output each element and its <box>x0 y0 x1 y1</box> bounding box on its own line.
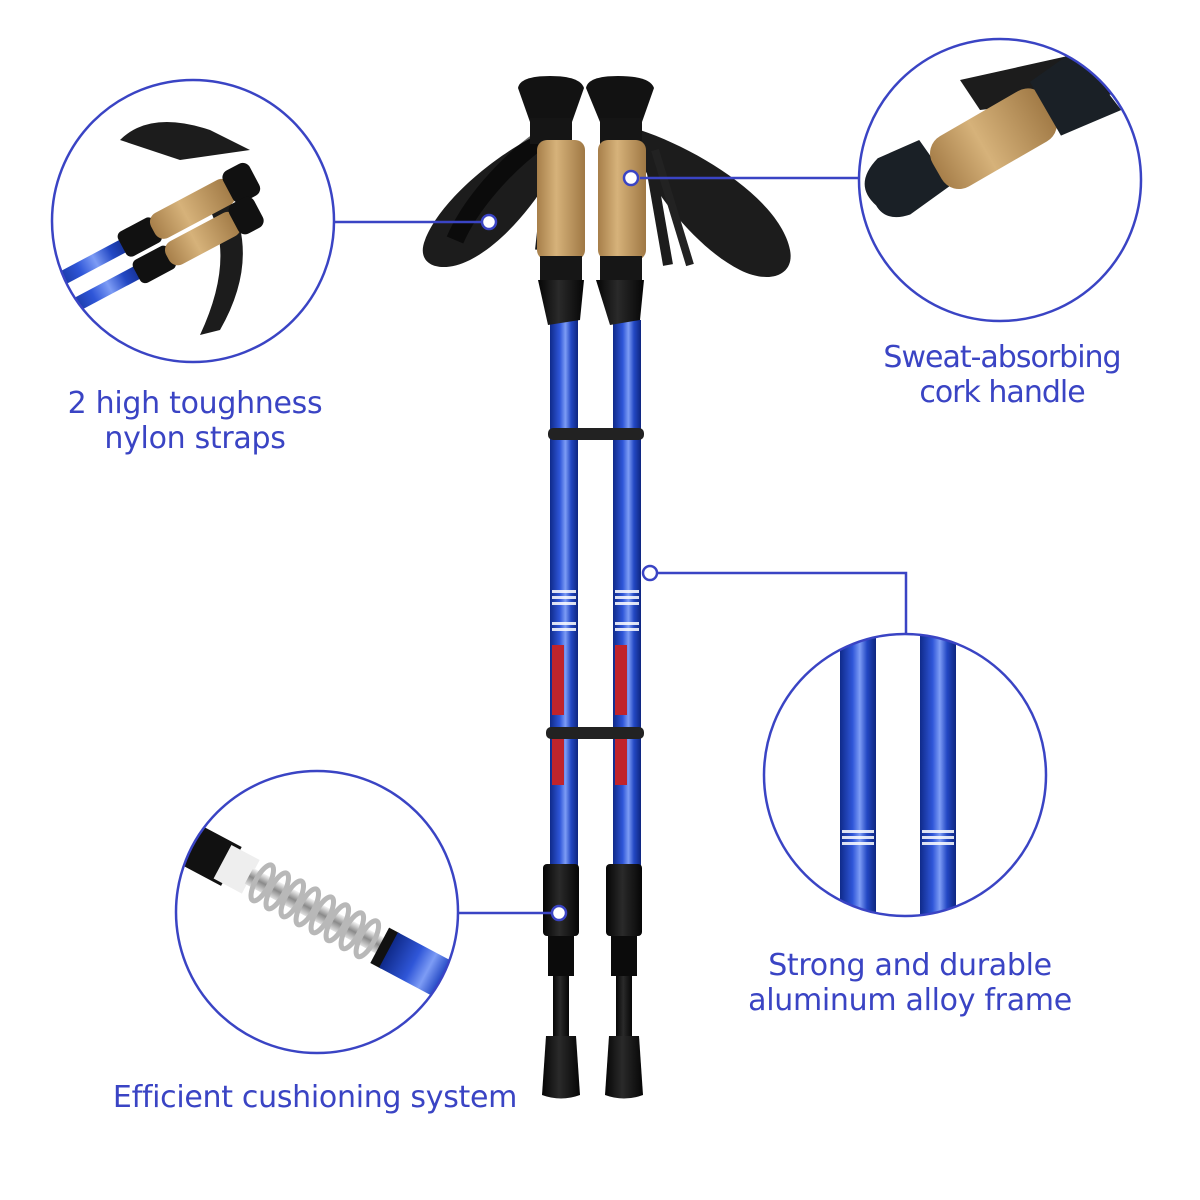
dot-cushion-icon <box>550 904 568 922</box>
straps-label-line-2: nylon straps <box>104 421 286 457</box>
left-pole <box>542 320 580 1099</box>
cork-label-line-1: Sweat-absorbing <box>883 340 1121 375</box>
callout-cork-label: Sweat-absorbing cork handle <box>862 340 1142 411</box>
pole-clip-upper <box>548 428 644 440</box>
callout-cushion-label: Efficient cushioning system <box>95 1080 535 1115</box>
frame-label-line-1: Strong and durable <box>768 948 1052 983</box>
right-strap <box>640 130 791 278</box>
spring-detail-circle <box>174 769 460 1055</box>
right-handle <box>586 76 654 325</box>
dot-cork-icon <box>622 169 640 187</box>
frame-circle-border <box>762 632 1048 918</box>
strap-detail-circle <box>50 78 336 364</box>
leader-line-frame <box>657 571 908 634</box>
cork-circle-border <box>857 37 1143 323</box>
pole-clip-lower <box>546 727 644 739</box>
right-pole <box>605 320 643 1099</box>
dot-frame-icon <box>641 564 659 582</box>
left-strap <box>422 130 555 268</box>
cork-label-line-2: cork handle <box>919 375 1085 411</box>
straps-label-line-1: 2 high toughness <box>67 386 323 421</box>
leader-lines <box>334 176 908 915</box>
cushion-label-line-1: Efficient cushioning system <box>112 1080 518 1115</box>
dot-straps-icon <box>480 213 498 231</box>
callout-dots <box>480 169 659 922</box>
cork-detail-circle <box>857 37 1143 323</box>
left-handle <box>518 76 585 325</box>
trekking-poles <box>422 76 791 1099</box>
frame-label-line-2: aluminum alloy frame <box>748 983 1072 1019</box>
callout-straps-label: 2 high toughness nylon straps <box>30 386 360 457</box>
callout-frame-label: Strong and durable aluminum alloy frame <box>730 948 1090 1019</box>
frame-detail-circle <box>762 632 1048 918</box>
